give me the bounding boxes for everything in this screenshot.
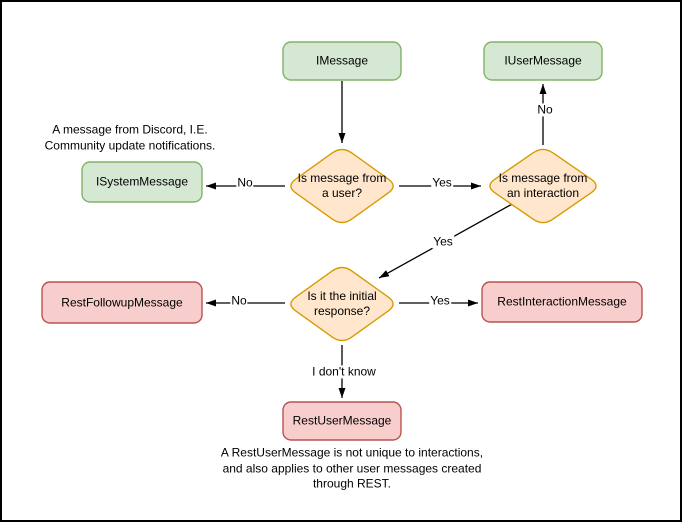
node-iusermessage xyxy=(483,41,603,81)
node-is-message-from-an-interaction xyxy=(489,148,597,224)
edge-label-user-question-no: No xyxy=(236,175,254,190)
edge-label-interaction-question-yes: Yes xyxy=(432,234,454,249)
edge-label-interaction-question-no: No xyxy=(536,102,554,117)
edge-label-initial-question-no: No xyxy=(230,293,248,308)
annotation-restusermessage-note: A RestUserMessage is not unique to inter… xyxy=(167,446,537,493)
node-restusermessage xyxy=(282,401,402,441)
node-isystemmessage xyxy=(81,161,203,203)
annotation-line: A RestUserMessage is not unique to inter… xyxy=(220,445,484,460)
node-restfollowupmessage xyxy=(41,281,203,324)
node-imessage xyxy=(282,41,402,81)
node-restinteractionmessage xyxy=(481,281,643,323)
node-is-it-the-initial-response xyxy=(290,266,394,342)
edges-layer xyxy=(206,81,547,398)
node-is-message-from-a-user xyxy=(290,148,394,224)
annotation-line: through REST. xyxy=(312,476,392,491)
edge-label-initial-question-idk: I don't know xyxy=(311,364,377,379)
annotation-isystemmessage-note: A message from Discord, I.E.Community up… xyxy=(15,122,245,153)
edge-label-initial-question-yes: Yes xyxy=(429,293,451,308)
edge-label-user-question-yes: Yes xyxy=(431,175,453,190)
annotation-line: A message from Discord, I.E. xyxy=(52,122,208,137)
annotation-line: and also applies to other user messages … xyxy=(222,461,482,476)
annotation-line: Community update notifications. xyxy=(44,138,216,152)
nodes-layer xyxy=(41,41,643,441)
